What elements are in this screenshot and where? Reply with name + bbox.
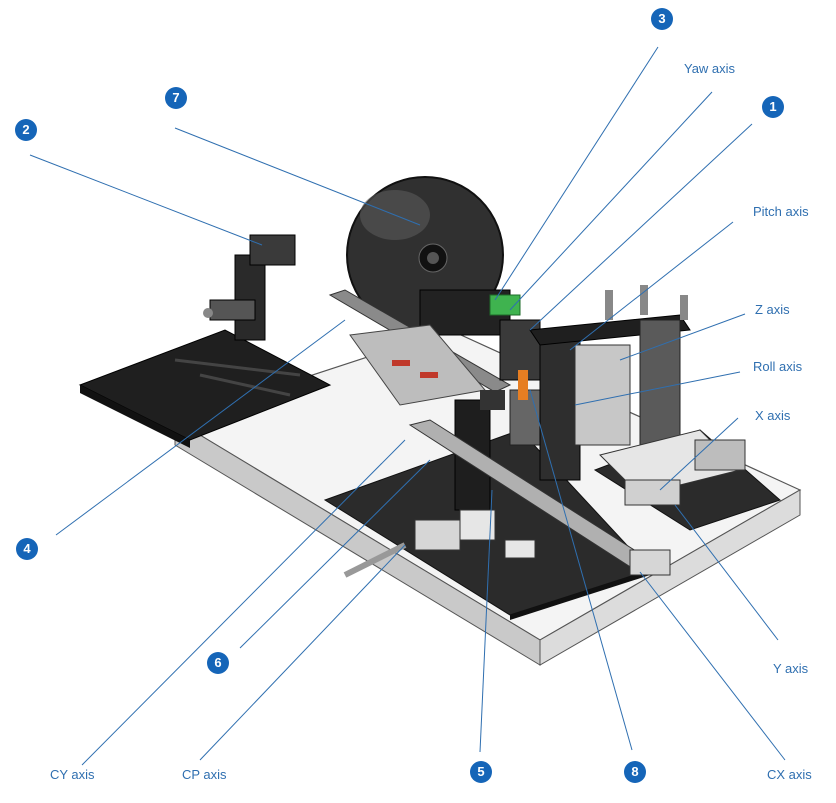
linear-rail xyxy=(328,289,512,406)
leader-z xyxy=(619,313,746,361)
leader-cx xyxy=(639,571,786,761)
callout-badge-6: 6 xyxy=(207,652,229,674)
callout-badge-7: 7 xyxy=(165,87,187,109)
leader-8 xyxy=(529,389,633,751)
leader-lines xyxy=(29,46,786,766)
integrating-sphere xyxy=(346,176,511,336)
callout-badge-4: 4 xyxy=(16,538,38,560)
leader-pitch xyxy=(569,221,734,351)
leader-2 xyxy=(29,154,263,246)
right-stage-tower xyxy=(529,285,746,506)
left-breadboard xyxy=(78,329,332,448)
label-yaw-axis: Yaw axis xyxy=(684,61,736,76)
label-z-axis: Z axis xyxy=(755,302,790,317)
goniometer-head xyxy=(489,294,581,481)
leader-3 xyxy=(494,46,659,301)
label-roll-axis: Roll axis xyxy=(753,359,803,374)
leader-4 xyxy=(55,319,346,536)
callout-badge-3: 3 xyxy=(651,8,673,30)
lower-stages xyxy=(343,419,671,578)
label-cp-axis: CP axis xyxy=(182,767,227,782)
leader-7 xyxy=(174,127,421,226)
label-y-axis: Y axis xyxy=(773,661,809,676)
callout-badge-8: 8 xyxy=(624,761,646,783)
label-cy-axis: CY axis xyxy=(50,767,95,782)
leader-roll xyxy=(574,371,741,406)
label-cx-axis: CX axis xyxy=(767,767,812,782)
leader-6 xyxy=(239,459,431,649)
label-x-axis: X axis xyxy=(755,408,791,423)
left-stage-tower xyxy=(203,234,296,341)
leader-5 xyxy=(479,489,493,753)
label-pitch-axis: Pitch axis xyxy=(753,204,809,219)
leader-cp xyxy=(199,544,406,761)
leader-yaw xyxy=(509,91,713,311)
leader-x xyxy=(659,417,739,491)
callout-badge-2: 2 xyxy=(15,119,37,141)
callout-badge-1: 1 xyxy=(762,96,784,118)
callout-badge-5: 5 xyxy=(470,761,492,783)
leader-cy xyxy=(81,439,406,766)
leader-y xyxy=(674,504,779,641)
leader-1 xyxy=(529,123,753,331)
